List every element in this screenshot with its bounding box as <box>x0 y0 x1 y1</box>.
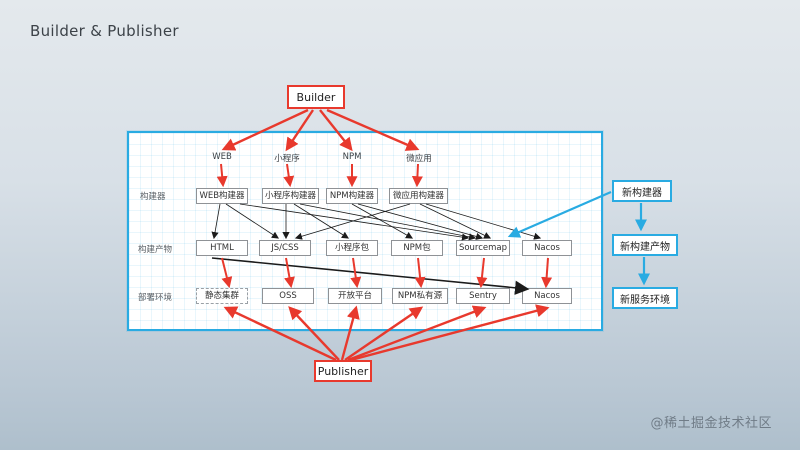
node-sentry: Sentry <box>456 288 510 304</box>
column-header-miniprogram: 小程序 <box>274 154 300 164</box>
node-open-platform: 开放平台 <box>328 288 382 304</box>
node-new-builder: 新构建器 <box>612 180 672 202</box>
row-label-artifacts: 构建产物 <box>138 245 173 255</box>
node-new-artifact: 新构建产物 <box>612 234 678 256</box>
node-nacos-artifact: Nacos <box>522 240 572 256</box>
node-html: HTML <box>196 240 248 256</box>
publisher-node: Publisher <box>314 360 372 382</box>
node-npm-package: NPM包 <box>391 240 443 256</box>
column-header-web: WEB <box>212 152 232 162</box>
node-nacos-env: Nacos <box>522 288 572 304</box>
node-oss: OSS <box>262 288 314 304</box>
column-header-npm: NPM <box>342 152 362 162</box>
node-miniprogram-package: 小程序包 <box>326 240 378 256</box>
node-web-builder: WEB构建器 <box>196 188 248 204</box>
node-npm-private-registry: NPM私有源 <box>392 288 448 304</box>
column-header-microapp: 微应用 <box>406 154 432 164</box>
page-title: Builder & Publisher <box>30 22 179 40</box>
row-label-environments: 部署环境 <box>138 293 173 303</box>
node-miniprogram-builder: 小程序构建器 <box>262 188 319 204</box>
row-label-builders: 构建器 <box>140 192 166 202</box>
node-sourcemap: Sourcemap <box>456 240 510 256</box>
node-npm-builder: NPM构建器 <box>326 188 378 204</box>
node-new-environment: 新服务环境 <box>612 287 678 309</box>
node-microapp-builder: 微应用构建器 <box>389 188 448 204</box>
builder-node: Builder <box>287 85 345 109</box>
watermark: @稀土掘金技术社区 <box>650 416 772 431</box>
node-jscss: JS/CSS <box>259 240 311 256</box>
node-static-cluster: 静态集群 <box>196 288 248 304</box>
